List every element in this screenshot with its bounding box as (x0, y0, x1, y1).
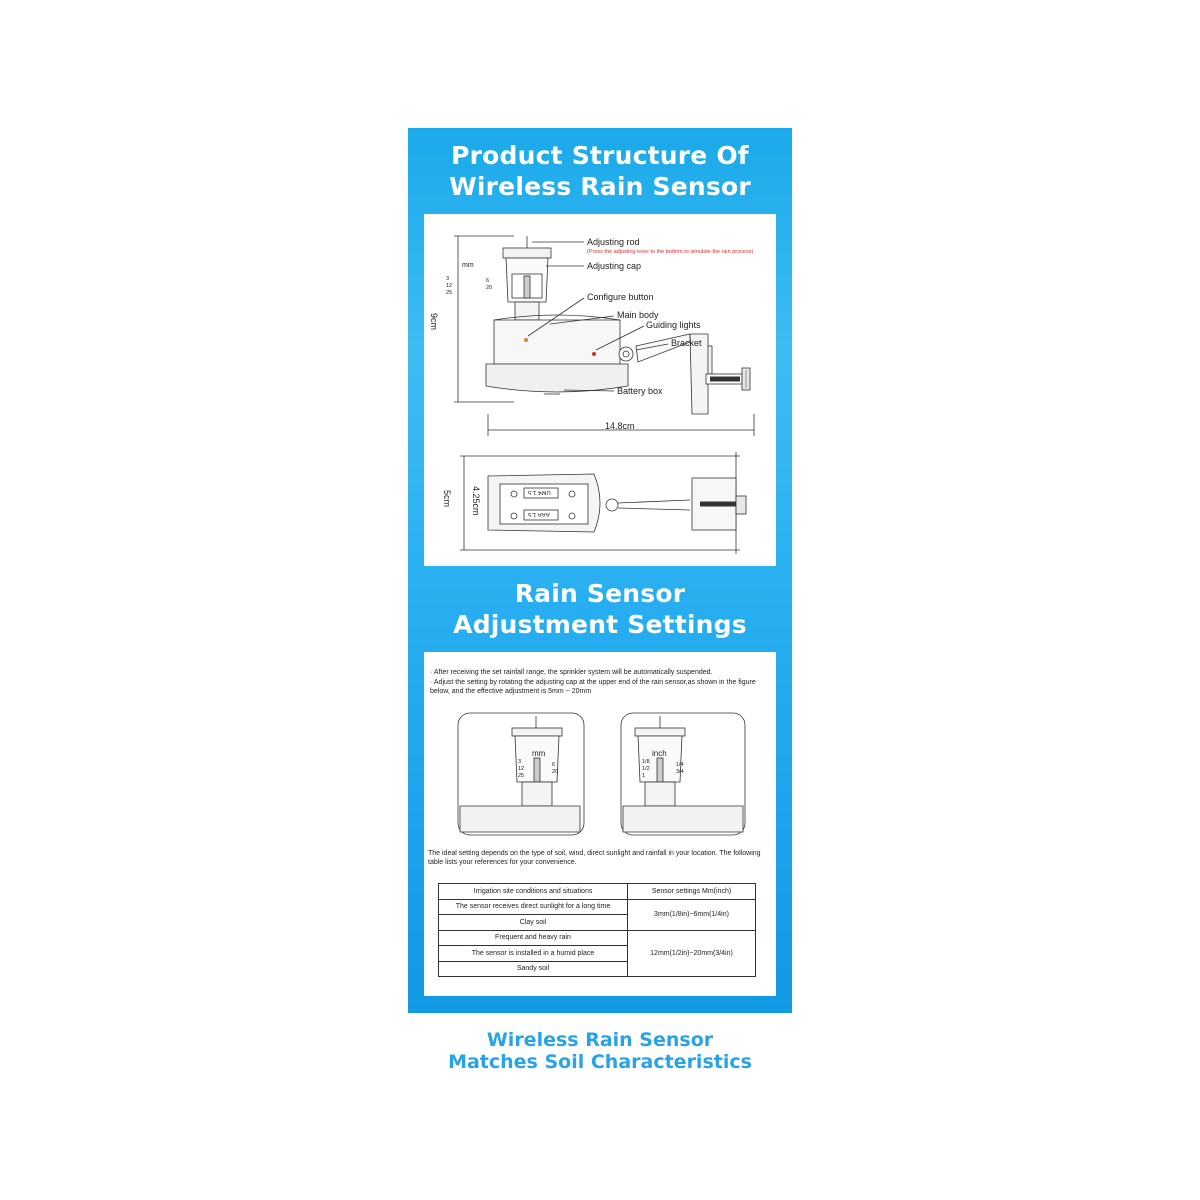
dim-depth-outer: 5cm (442, 490, 452, 508)
label-bracket: Bracket (671, 338, 702, 348)
battery-label-1: UM4 1.5 (528, 489, 551, 495)
structure-title-line1: Product Structure Of (451, 141, 749, 170)
structure-diagram (454, 235, 755, 554)
dim-width: 14.8cm (605, 421, 635, 431)
adjustment-bullet-2: · Adjust the setting by rotating the adj… (430, 679, 756, 695)
footer-line2: Matches Soil Characteristics (448, 1051, 752, 1073)
structure-title: Product Structure Of Wireless Rain Senso… (408, 140, 792, 202)
table-cell-condition: Sandy soil (438, 960, 628, 977)
table-cell-setting: 3mm(1/8in)~6mm(1/4in) (627, 898, 756, 931)
mm-cap-unit: mm (532, 749, 546, 758)
footer-caption: Wireless Rain Sensor Matches Soil Charac… (408, 1029, 792, 1073)
label-battery-box: Battery box (617, 386, 663, 396)
table-row: The sensor receives direct sunlight for … (438, 898, 756, 931)
table-cell-condition: Clay soil (438, 914, 628, 931)
table-cell-setting: 12mm(1/2in)~20mm(3/4in) (627, 929, 756, 977)
table-header-conditions: Irrigation site conditions and situation… (438, 883, 628, 900)
label-guiding-lights: Guiding lights (646, 320, 701, 330)
battery-label-2: AAA 1.5 (528, 511, 550, 517)
adjustment-title-line2: Adjustment Settings (453, 610, 747, 639)
table-cell-condition: The sensor is installed in a humid place (438, 945, 628, 962)
cap-illustrations (457, 712, 746, 836)
label-configure-button: Configure button (587, 292, 654, 302)
dim-depth-inner: 4.25cm (471, 486, 481, 516)
table-cell-condition: Frequent and heavy rain (438, 929, 628, 946)
settings-table: Irrigation site conditions and situation… (438, 883, 756, 977)
adjustment-bullet-1: · After receiving the set rainfall range… (430, 669, 713, 676)
table-header-settings: Sensor settings Mm(inch) (627, 883, 756, 900)
label-main-body: Main body (617, 310, 659, 320)
label-adjusting-cap: Adjusting cap (587, 261, 642, 271)
table-cell-condition: The sensor receives direct sunlight for … (438, 898, 628, 915)
label-adjusting-rod-note: (Press the adjusting lever to the bottom… (587, 249, 754, 255)
adjustment-title-line1: Rain Sensor (514, 579, 686, 608)
adjustment-paragraph: The ideal setting depends on the type of… (428, 850, 761, 866)
inch-cap-unit: inch (652, 749, 667, 758)
footer-line1: Wireless Rain Sensor (486, 1029, 714, 1051)
table-row: Frequent and heavy rain 12mm(1/2in)~20mm… (438, 929, 756, 977)
table-header-row: Irrigation site conditions and situation… (438, 883, 756, 900)
adjustment-title: Rain Sensor Adjustment Settings (408, 578, 792, 640)
scale-unit: mm (462, 262, 474, 269)
dim-height: 9cm (429, 313, 439, 331)
table-row: Sandy soil (438, 960, 756, 977)
structure-title-line2: Wireless Rain Sensor (449, 172, 751, 201)
label-adjusting-rod: Adjusting rod (587, 237, 640, 247)
